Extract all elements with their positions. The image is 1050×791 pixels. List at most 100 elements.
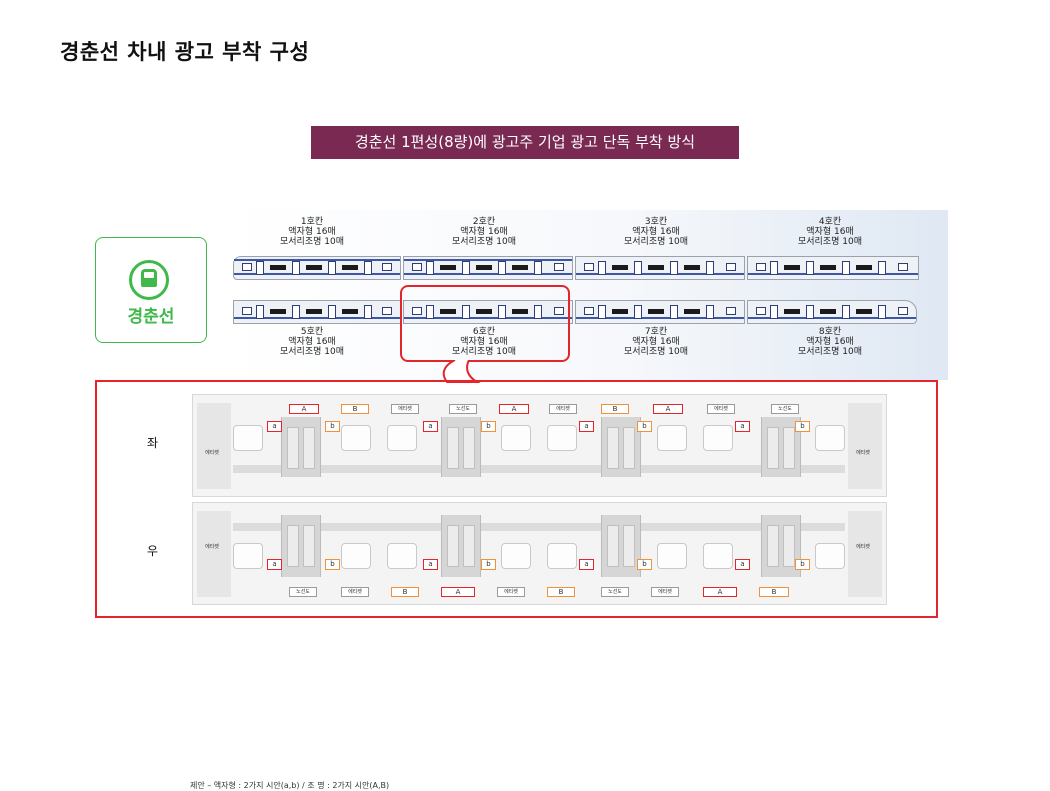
train-car-6 — [403, 300, 573, 324]
route-map: 노선도 — [449, 404, 477, 414]
car-name: 3호칸 — [644, 217, 668, 227]
train-car-3 — [575, 256, 745, 280]
car-frame-count: 액자형 16매 — [288, 227, 336, 237]
window — [341, 425, 371, 451]
gyeongchun-logo: 경춘선 — [95, 237, 207, 343]
ad-layout-diagram: 경춘선 1호칸 액자형 16매 모서리조명 10매 2호칸 액자형 16매 모서… — [95, 205, 950, 790]
train-car-4 — [747, 256, 919, 280]
light-ad-A: A — [289, 404, 319, 414]
car-light-count: 모서리조명 10매 — [280, 347, 344, 357]
etiquette-ad: 에티켓 — [707, 404, 735, 414]
car-light-count: 모서리조명 10매 — [452, 347, 516, 357]
end-panel: 에티켓 — [197, 511, 231, 597]
end-panel: 에티켓 — [848, 403, 882, 489]
etiquette-ad: 에티켓 — [549, 404, 577, 414]
car-light-count: 모서리조명 10매 — [452, 237, 516, 247]
etiquette-label: 에티켓 — [856, 544, 870, 550]
interior-left-side: 에티켓 에티켓 A B 에티켓 노선도 A 에티켓 B A — [192, 394, 887, 497]
light-ad-B: B — [391, 587, 419, 597]
car-name: 6호칸 — [472, 327, 496, 337]
etiquette-label: 에티켓 — [205, 544, 219, 550]
car-name: 2호칸 — [472, 217, 496, 227]
frame-ad-a: a — [423, 559, 438, 570]
car-frame-count: 액자형 16매 — [806, 337, 854, 347]
train-car-7 — [575, 300, 745, 324]
car-frame-count: 액자형 16매 — [632, 337, 680, 347]
car-light-count: 모서리조명 10매 — [798, 347, 862, 357]
frame-ad-b: b — [481, 559, 496, 570]
logo-label: 경춘선 — [127, 307, 175, 327]
car-name: 1호칸 — [300, 217, 324, 227]
window — [501, 425, 531, 451]
car-label-2: 2호칸 액자형 16매 모서리조명 10매 — [409, 217, 559, 247]
car-frame-count: 액자형 16매 — [460, 337, 508, 347]
window — [703, 543, 733, 569]
frame-ad-a: a — [267, 421, 282, 432]
right-side-label: 우 — [147, 544, 159, 558]
etiquette-label: 에티켓 — [856, 450, 870, 456]
selected-car-highlight — [400, 285, 570, 362]
car-name: 5호칸 — [300, 327, 324, 337]
car-name: 4호칸 — [818, 217, 842, 227]
seat-strip — [233, 465, 845, 473]
door — [601, 417, 641, 477]
window — [547, 425, 577, 451]
window — [703, 425, 733, 451]
window — [387, 425, 417, 451]
background-panel — [228, 210, 948, 380]
window — [387, 543, 417, 569]
car-frame-count: 액자형 16매 — [288, 337, 336, 347]
seat-strip — [233, 523, 845, 531]
frame-ad-b: b — [795, 421, 810, 432]
train-car-1 — [233, 256, 401, 280]
frame-ad-a: a — [735, 559, 750, 570]
frame-ad-b: b — [325, 421, 340, 432]
light-ad-B: B — [341, 404, 369, 414]
route-map: 노선도 — [771, 404, 799, 414]
car-label-5: 5호칸 액자형 16매 모서리조명 10매 — [237, 327, 387, 357]
light-ad-A: A — [653, 404, 683, 414]
car-label-8: 8호칸 액자형 16매 모서리조명 10매 — [755, 327, 905, 357]
car-frame-count: 액자형 16매 — [460, 227, 508, 237]
etiquette-label: 에티켓 — [205, 450, 219, 456]
train-car-2 — [403, 256, 573, 280]
frame-ad-b: b — [481, 421, 496, 432]
car-light-count: 모서리조명 10매 — [798, 237, 862, 247]
window — [815, 543, 845, 569]
callout-pointer — [442, 360, 481, 383]
car-name: 7호칸 — [644, 327, 668, 337]
window — [657, 543, 687, 569]
etiquette-ad: 에티켓 — [497, 587, 525, 597]
light-ad-A: A — [499, 404, 529, 414]
door — [281, 515, 321, 577]
car-frame-count: 액자형 16매 — [632, 227, 680, 237]
page-title: 경춘선 차내 광고 부착 구성 — [60, 40, 310, 64]
end-panel: 에티켓 — [848, 511, 882, 597]
light-ad-A: A — [441, 587, 475, 597]
car-label-6: 6호칸 액자형 16매 모서리조명 10매 — [409, 327, 559, 357]
window — [233, 425, 263, 451]
frame-ad-b: b — [325, 559, 340, 570]
train-car-5 — [233, 300, 401, 324]
route-map: 노선도 — [289, 587, 317, 597]
window — [501, 543, 531, 569]
frame-ad-a: a — [423, 421, 438, 432]
car-light-count: 모서리조명 10매 — [280, 237, 344, 247]
train-icon — [129, 260, 169, 300]
window — [233, 543, 263, 569]
interior-detail-frame: 좌 우 에티켓 에티켓 A B 에티켓 노선도 — [95, 380, 938, 790]
car-label-1: 1호칸 액자형 16매 모서리조명 10매 — [237, 217, 387, 247]
window — [815, 425, 845, 451]
door — [601, 515, 641, 577]
route-map: 노선도 — [601, 587, 629, 597]
door — [761, 417, 801, 477]
etiquette-ad: 에티켓 — [341, 587, 369, 597]
light-ad-B: B — [601, 404, 629, 414]
light-ad-B: B — [759, 587, 789, 597]
train-car-8 — [747, 300, 917, 324]
frame-ad-b: b — [637, 421, 652, 432]
train-row-upper — [233, 256, 919, 280]
end-panel: 에티켓 — [197, 403, 231, 489]
frame-ad-b: b — [795, 559, 810, 570]
window — [341, 543, 371, 569]
